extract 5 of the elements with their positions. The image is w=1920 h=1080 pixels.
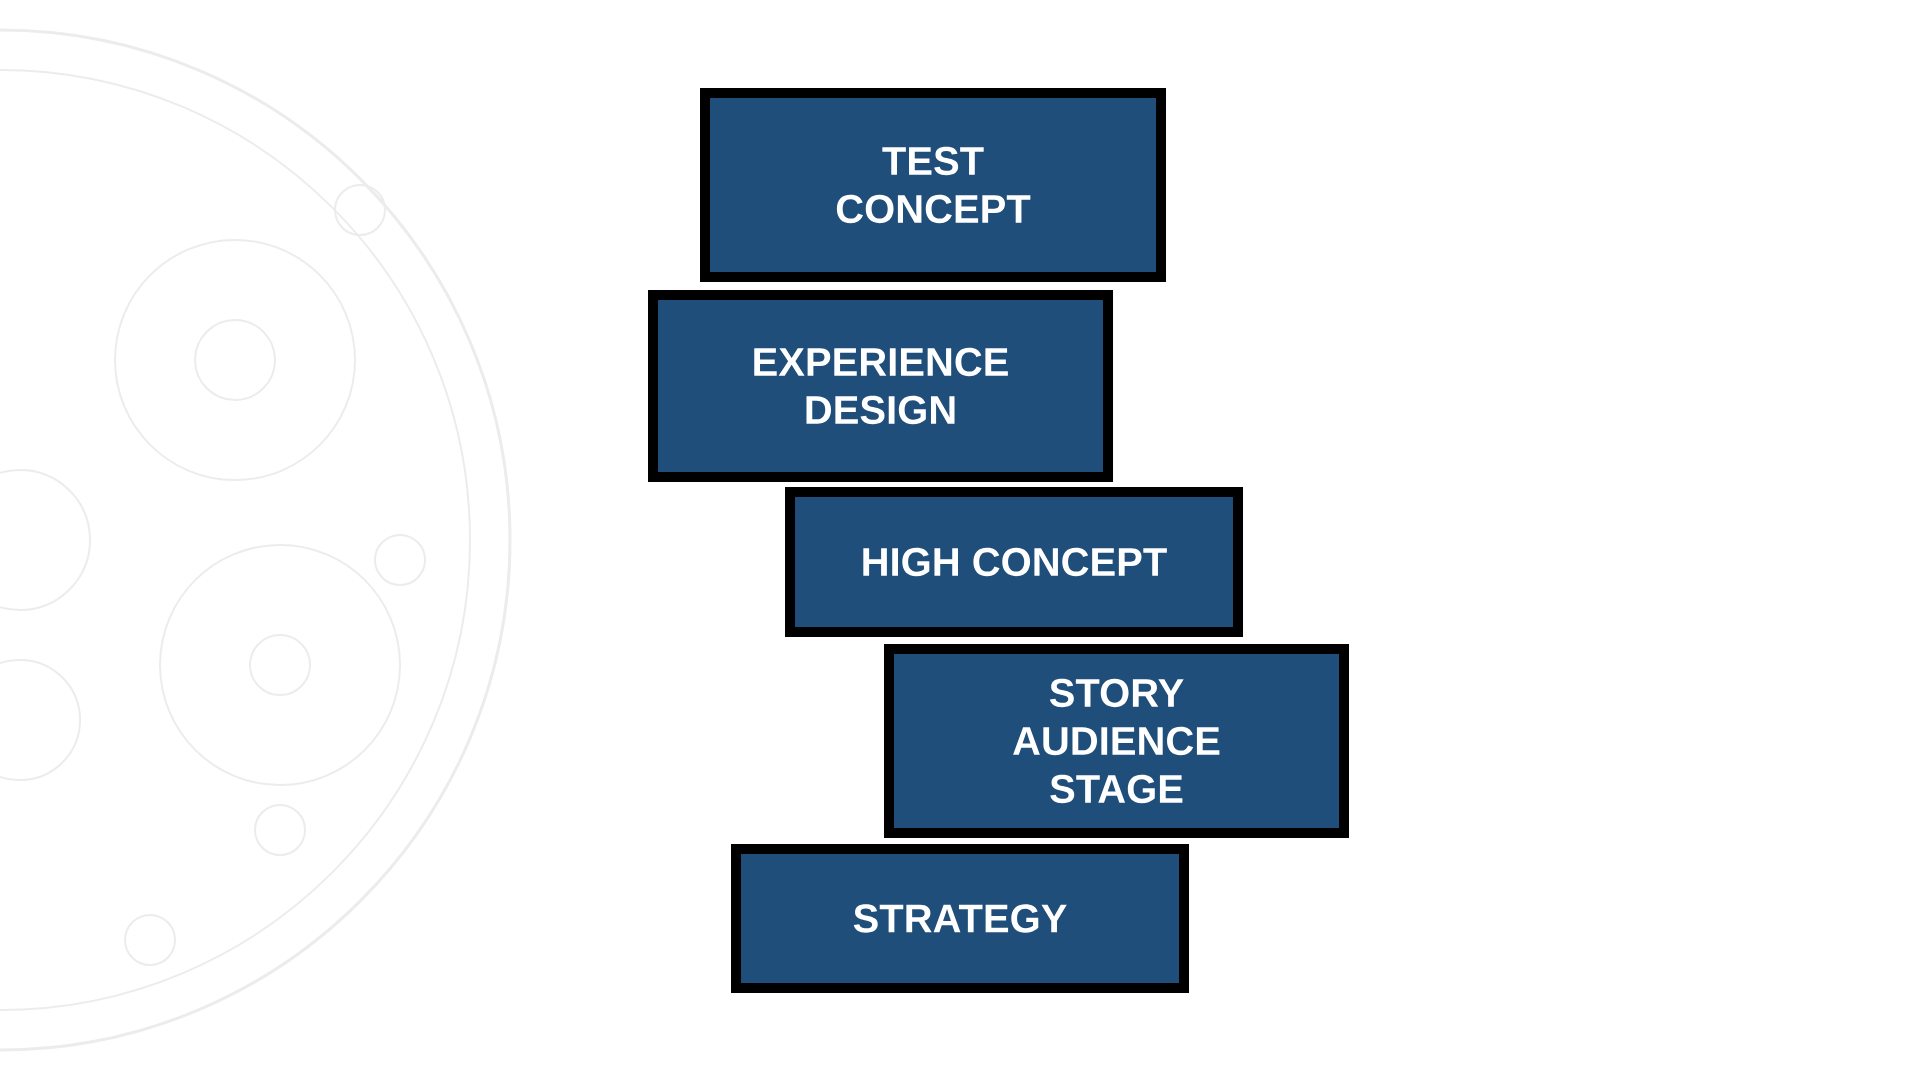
stack-box: STORY AUDIENCE STAGE [884,644,1349,838]
stack-box: TEST CONCEPT [700,88,1166,282]
stack-box: HIGH CONCEPT [785,487,1243,637]
stack-box: EXPERIENCE DESIGN [648,290,1113,482]
stack-box: STRATEGY [731,844,1189,993]
